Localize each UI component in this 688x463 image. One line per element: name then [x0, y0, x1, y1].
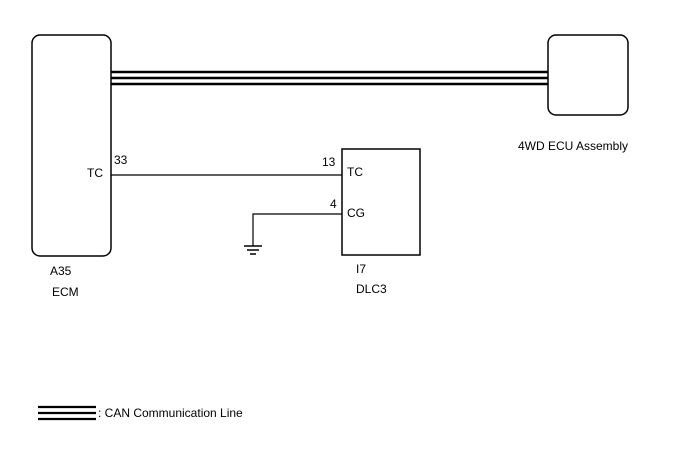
- ground-icon: [244, 245, 262, 255]
- ecm-name: ECM: [52, 285, 79, 299]
- dlc3-cg-pin-number: 4: [330, 197, 337, 211]
- ecm-box: [31, 34, 112, 257]
- legend-line-symbol: [38, 405, 96, 421]
- ecm-tc-pin-label: TC: [87, 166, 103, 180]
- dlc3-connector-code: I7: [356, 262, 366, 276]
- ecm-pin-number: 33: [114, 153, 128, 167]
- dlc3-name: DLC3: [356, 282, 387, 296]
- dlc3-box: [341, 148, 421, 256]
- ecu-4wd-name: 4WD ECU Assembly: [518, 139, 628, 153]
- ecm-connector-code: A35: [50, 264, 72, 278]
- ecu-4wd-box: [547, 34, 629, 116]
- dlc3-cg-pin-label: CG: [347, 206, 365, 220]
- can-communication-line: [111, 70, 548, 86]
- legend-text: : CAN Communication Line: [98, 406, 243, 420]
- cg-wire: [252, 213, 342, 246]
- dlc3-tc-pin-label: TC: [347, 165, 363, 179]
- dlc3-tc-pin-number: 13: [322, 155, 336, 169]
